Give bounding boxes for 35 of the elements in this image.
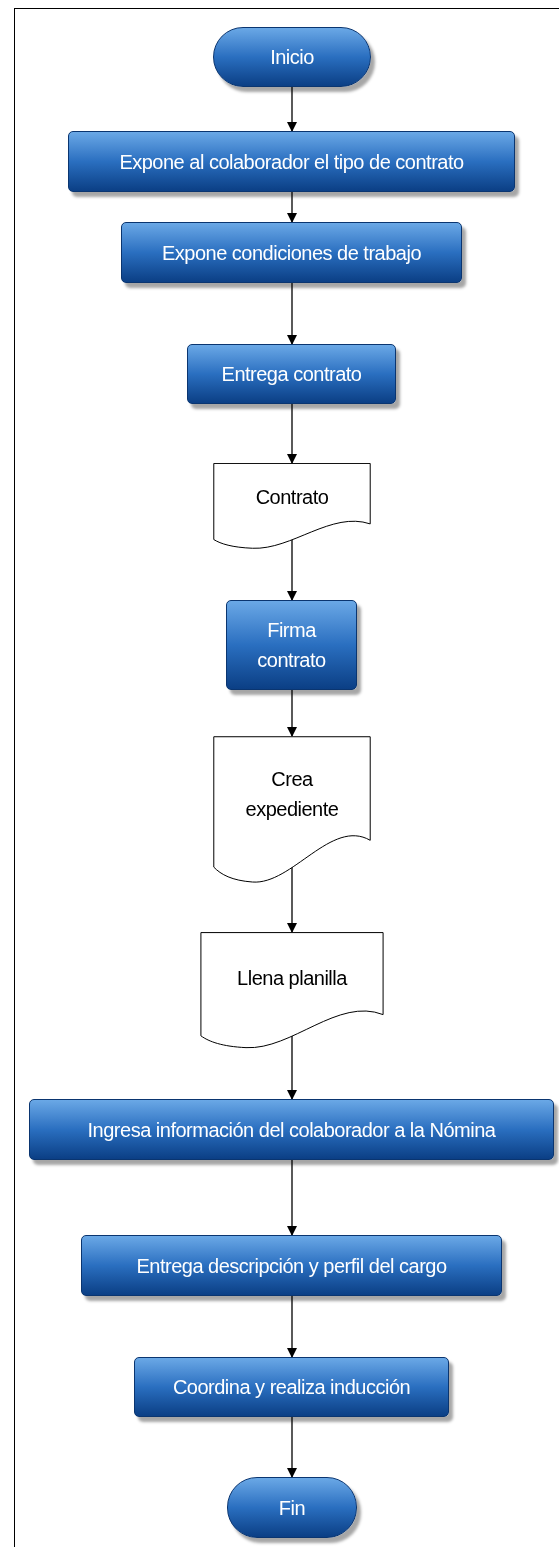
process-box [29, 1099, 554, 1160]
process-box [68, 131, 515, 192]
node-label: Coordina y realiza inducción [172, 1375, 411, 1400]
document-shape [213, 736, 371, 885]
process-box [187, 344, 396, 404]
node-label: Crea expediente [244, 767, 340, 823]
node-label: Firma contrato [256, 618, 327, 673]
terminator-shape [213, 27, 371, 87]
node-label: Llena planilla [237, 966, 347, 991]
arrow [287, 403, 297, 464]
node-label: Fin [278, 1495, 306, 1521]
process-box [134, 1357, 449, 1417]
arrow [287, 1295, 297, 1358]
arrow [287, 1035, 297, 1100]
arrow [287, 866, 297, 933]
node-label: Expone condiciones de trabajo [162, 240, 421, 266]
arrow [287, 689, 297, 737]
node-label: Contrato [255, 484, 329, 510]
arrow [287, 1416, 297, 1478]
process-box [226, 600, 357, 690]
terminator-shape [227, 1477, 357, 1538]
process-box [121, 222, 462, 283]
node-label: Inicio [270, 45, 314, 70]
process-box [81, 1235, 502, 1296]
arrow [287, 191, 297, 223]
arrow [287, 538, 297, 601]
node-label: Expone al colaborador el tipo de contrato [119, 149, 464, 175]
node-label: Ingresa información del colaborador a la Nómina [87, 1117, 496, 1143]
arrow [287, 86, 297, 132]
node-label: Entrega descripción y perfil del cargo [136, 1253, 447, 1279]
node-label: Entrega contrato [221, 362, 362, 387]
document-shape [213, 463, 371, 550]
document-shape [200, 932, 384, 1050]
arrow [287, 282, 297, 345]
arrow [287, 1159, 297, 1236]
